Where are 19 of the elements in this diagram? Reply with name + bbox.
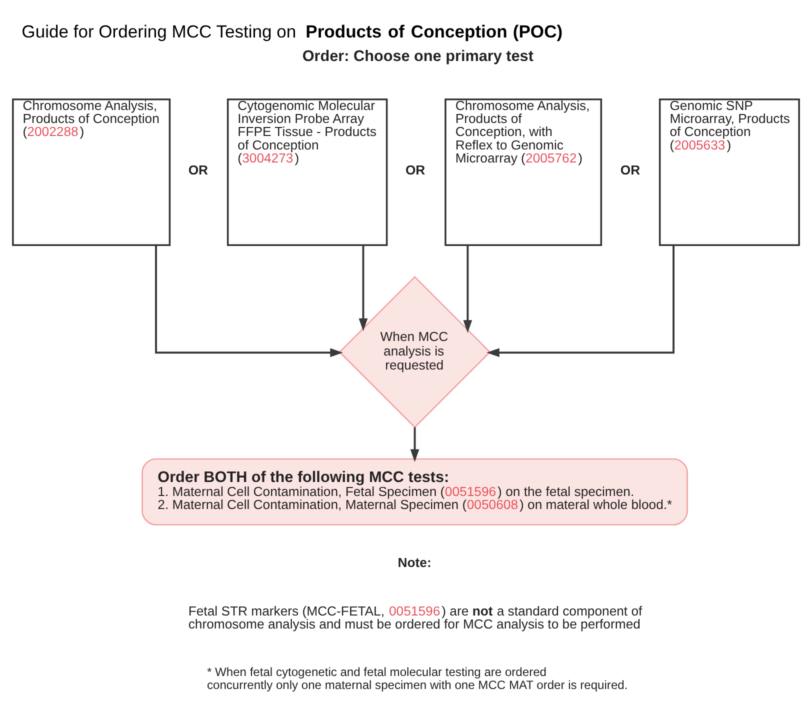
diagram-title: Guide for Ordering MCC Testing on Products of Conception (POC): [22, 21, 563, 42]
label: Order: Choose one primary test: [302, 48, 534, 65]
arrow: [155, 245, 343, 357]
node-box: Chromosome Analysis, Products of Conception, with Reflex to Genomic Microarray (2005762): [444, 98, 602, 246]
node-box: Cytogenomic Molecular Inversion Probe Array FFPE Tissue - Products of Conception (3004273): [226, 98, 388, 246]
node-box: Chromosome Analysis, Products of Conception (2002288): [12, 98, 171, 246]
node-diamond: When MCC analysis is requested: [338, 276, 491, 428]
label: Note:: [398, 554, 432, 570]
label: OR: [405, 162, 426, 178]
label: * When fetal cytogenetic and fetal molecular testing are ordered concurrently only one maternal specimen with one MCC MAT order is required.: [206, 664, 628, 692]
arrow: [463, 244, 472, 332]
label: OR: [188, 162, 208, 178]
node-box: Genomic SNP Microarray, Products of Conception (2005633): [658, 98, 800, 246]
node-box: Order BOTH of the following MCC tests: 1. Maternal Cell Contamination, Fetal Specimen (0051596) on the fetal specimen. 2. Maternal Cell Contamination, Maternal Specimen (0050608) on materal whole blood.*: [142, 458, 688, 525]
arrow: [410, 426, 420, 462]
label: Fetal STR markers (MCC-FETAL, 0051596) are not a standard component of chromosome analysis and must be ordered for MCC analysis to be performed: [188, 602, 642, 631]
arrow: [358, 244, 368, 331]
label: OR: [620, 162, 640, 178]
arrow: [486, 245, 675, 357]
